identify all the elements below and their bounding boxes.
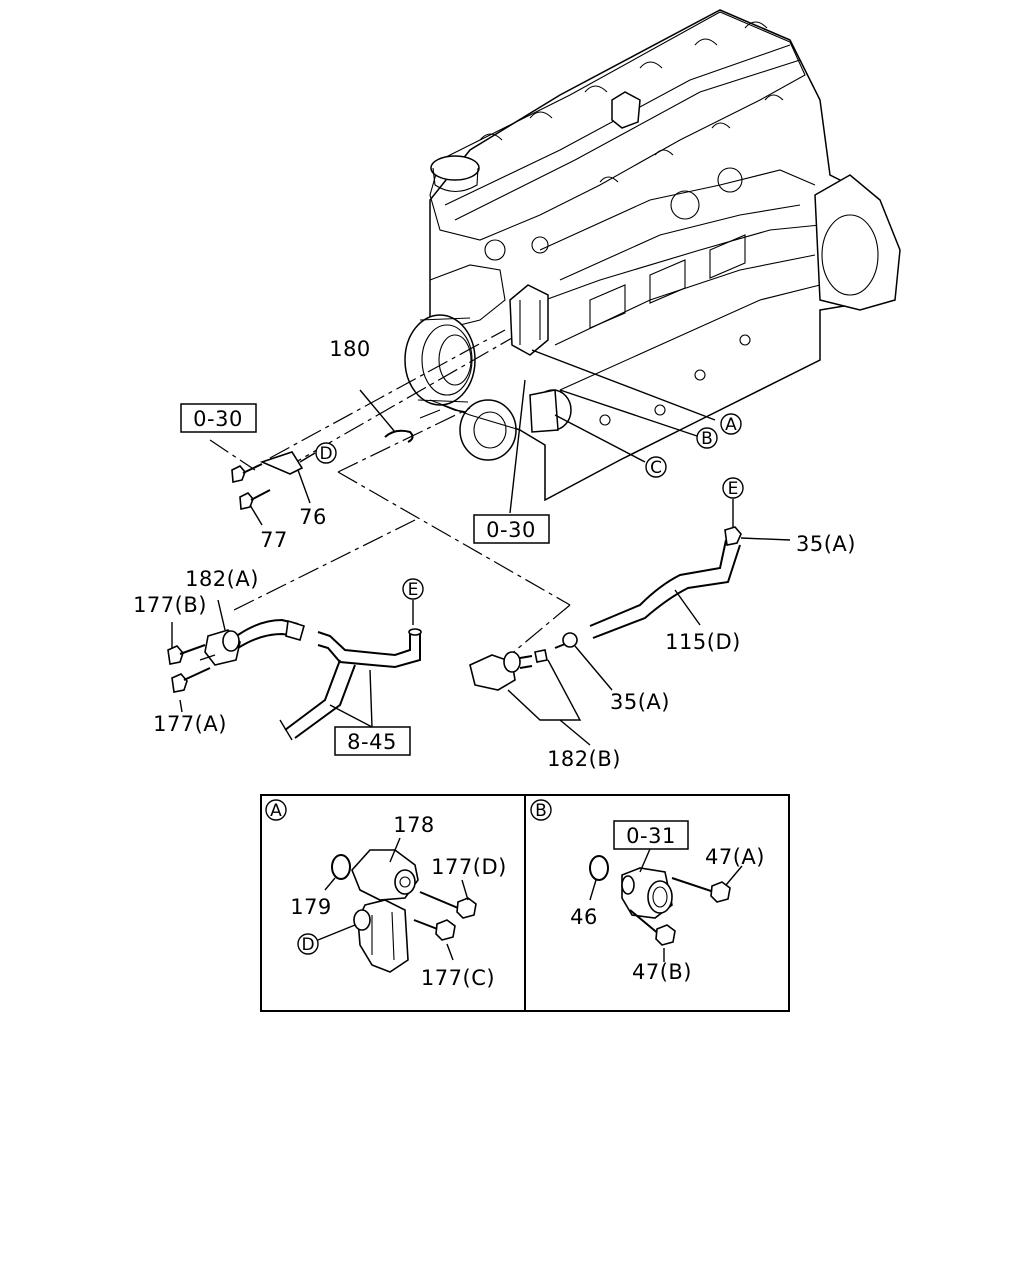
marker-b-label: B [701,429,713,449]
left-pipe-assembly [167,599,422,741]
callout-180: 180 [329,337,371,361]
callout-47b: 47(B) [632,960,692,984]
ref-0-30-center-label: 0-30 [486,518,536,542]
thermostat-housing-178 [351,849,419,973]
callout-182a: 182(A) [185,567,259,591]
o-ring-46 [589,855,609,881]
ref-box-0-31: 0-31 [613,820,689,850]
callout-177a: 177(A) [153,712,227,736]
marker-c-label: C [650,458,662,478]
callout-182b: 182(B) [547,747,621,771]
marker-b: B [696,427,718,449]
marker-e-left-label: E [408,580,419,600]
inset-b: B 0-31 47(A) 46 47(B) [530,799,765,984]
callout-46: 46 [570,905,598,929]
engine-block [404,9,901,502]
marker-a-label: A [725,415,737,435]
right-hose-assembly [469,499,791,746]
callout-35a-top: 35(A) [796,532,856,556]
ref-0-31-label: 0-31 [626,824,676,848]
marker-e-top-label: E [728,479,739,499]
inset-a-marker: A [265,799,287,821]
callout-76: 76 [299,505,327,529]
o-ring-179 [331,854,351,880]
callout-177c: 177(C) [421,966,495,990]
callout-115d: 115(D) [665,630,741,654]
marker-e-left: E [402,578,424,600]
inset-b-marker: B [530,799,552,821]
inset-b-marker-label: B [535,801,547,821]
marker-e-top: E [722,477,744,499]
callout-179: 179 [290,895,332,919]
marker-c: C [645,456,667,478]
callout-47a: 47(A) [705,845,765,869]
inset-a-marker-d-label: D [301,935,314,955]
callout-35a-mid: 35(A) [610,690,670,714]
ref-0-30-left-label: 0-30 [193,407,243,431]
callout-77: 77 [260,528,288,552]
inset-a-marker-label: A [270,801,282,821]
callout-177d: 177(D) [431,855,507,879]
bolts-76-77 [231,451,311,526]
marker-a: A [720,413,742,435]
ref-8-45-label: 8-45 [347,730,397,754]
inset-a-marker-d: D [297,933,319,955]
ref-box-0-30-center: 0-30 [473,514,550,544]
marker-d-label: D [319,444,332,464]
inset-a: A D 178 177(D) 179 177(C) [265,799,507,990]
water-outlet [621,867,673,919]
callout-177b: 177(B) [133,593,207,617]
gasket-180 [384,429,414,443]
callout-178: 178 [393,813,435,837]
marker-d: D [315,442,337,464]
ref-box-8-45: 8-45 [334,726,411,756]
ref-box-0-30-left: 0-30 [180,403,257,433]
